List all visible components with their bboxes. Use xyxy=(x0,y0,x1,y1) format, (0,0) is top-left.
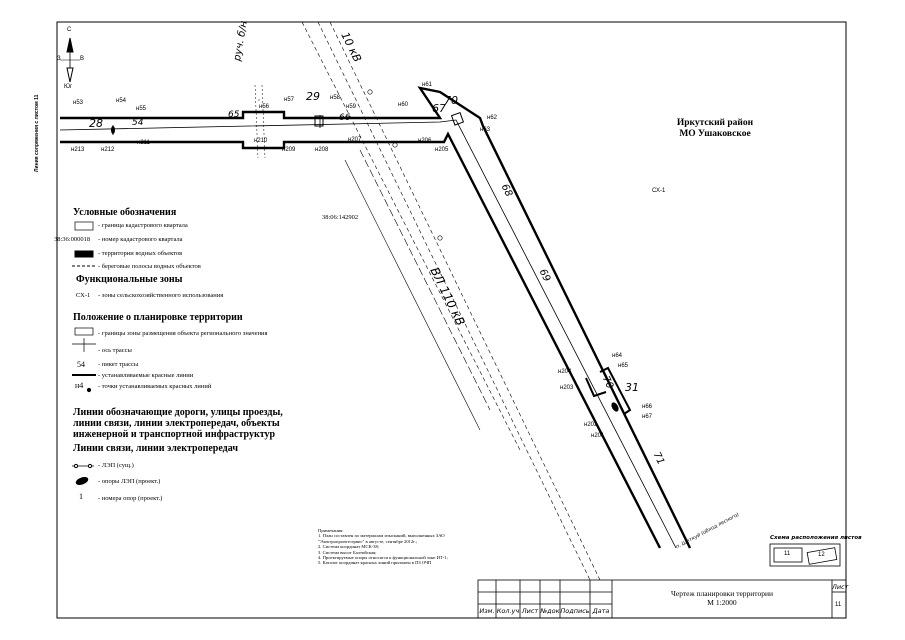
point-label: н202 xyxy=(584,422,598,428)
legend-item: - опоры ЛЭП (проект.) xyxy=(98,478,161,485)
compass-south-label: Юг xyxy=(64,84,73,90)
tb-sheet-number: 11 xyxy=(835,602,842,608)
legend-item: - ось трассы xyxy=(98,347,132,354)
planning-title: Положение о планировке территории xyxy=(73,312,243,323)
point-label: н53 xyxy=(73,100,83,106)
picket-label: 66 xyxy=(339,113,351,123)
point-label: н65 xyxy=(618,363,628,369)
title-block-grid xyxy=(477,579,847,619)
point-label: н58 xyxy=(330,95,340,101)
route-axis xyxy=(59,119,677,549)
picket-label: 67 xyxy=(432,102,446,115)
point-label: н62 xyxy=(487,115,497,121)
notes-block: Примечания: 1. План составлен по материа… xyxy=(318,528,468,566)
picket-label: 54 xyxy=(132,118,144,128)
point-label: н59 xyxy=(346,104,356,110)
point-label: н63 xyxy=(480,127,490,133)
point-label: н208 xyxy=(315,147,329,153)
picket-label: 31 xyxy=(625,381,639,394)
point-label: н66 xyxy=(642,404,652,410)
point-label: н212 xyxy=(101,147,115,153)
tb-header-kol: Кол.уч xyxy=(496,607,520,615)
tb-header-doc: №док xyxy=(540,607,560,615)
edge-joint-label: Линия сопряжения с листом 11 xyxy=(34,94,40,172)
legend-code: 38:36:000018 xyxy=(54,236,91,243)
sheet-scheme-cell: 11 xyxy=(784,551,791,557)
point-label: н67 xyxy=(642,414,652,420)
comms-title: Линии связи, линии электропередач xyxy=(73,443,238,454)
point-label: н213 xyxy=(71,147,85,153)
point-label: н211 xyxy=(137,140,150,146)
legend-title: Условные обозначения xyxy=(73,207,177,218)
tb-header-sign: Подпись xyxy=(560,607,590,615)
point-label: н56 xyxy=(259,104,269,110)
legend-item: - устанавливаемые красные линии xyxy=(98,372,194,379)
point-label: н64 xyxy=(612,353,622,359)
legend-item: - номера опор (проект.) xyxy=(98,495,163,502)
drawing-title: Чертеж планировки территории xyxy=(670,589,774,598)
note-line: 4. Проектируемые опоры относятся к функц… xyxy=(318,555,448,561)
picket-label: 70 xyxy=(444,94,458,107)
route-corridor xyxy=(60,86,692,549)
point-label: н206 xyxy=(418,138,432,144)
drawing-scale: М 1:2000 xyxy=(707,598,737,607)
sheet-scheme xyxy=(769,543,841,567)
point-label: н210 xyxy=(254,138,268,144)
point-label: н204 xyxy=(558,369,572,375)
point-label: н205 xyxy=(435,147,449,153)
tb-sheet-label: Лист xyxy=(832,583,849,591)
sheet-scheme-label: Схема расположения листов xyxy=(770,535,862,541)
zone-code: СХ-1 xyxy=(652,188,666,194)
point-label: н209 xyxy=(282,147,296,153)
cadastral-code: 38:06:142902 xyxy=(322,214,359,221)
point-label: н57 xyxy=(284,97,294,103)
power-line-110kv xyxy=(301,21,521,451)
legend-item: - ЛЭП (сущ.) xyxy=(98,462,134,469)
legend-item: - береговые полосы водных объектов xyxy=(98,263,201,270)
legend-code: 54 xyxy=(77,360,85,369)
legend-item: - границы зоны размещения объекта регион… xyxy=(98,330,268,337)
notes-title: Примечания: xyxy=(318,528,344,533)
legend-symbols xyxy=(72,221,96,485)
sheet-frame xyxy=(56,21,847,619)
note-line: 3. Система высот Балтийская; xyxy=(318,549,377,555)
pole-symbols xyxy=(111,111,619,412)
tb-header-date: Дата xyxy=(592,607,610,615)
legend-code: СХ-1 xyxy=(76,292,91,299)
note-line: 2. Система координат МСК-38; xyxy=(318,544,380,550)
point-label: н207 xyxy=(348,137,362,143)
compass-west-label: З xyxy=(57,56,61,62)
note-line: 5. Каталог координат красных линий прило… xyxy=(318,560,432,566)
compass-north-label: С xyxy=(67,27,72,33)
legend-item: - территории водных объектов xyxy=(98,250,183,257)
point-label: н203 xyxy=(560,385,574,391)
tb-header-list: Лист xyxy=(521,607,539,615)
compass-east-label: В xyxy=(80,56,85,62)
functional-zones-title: Функциональные зоны xyxy=(76,274,183,285)
note-line: 1. План составлен по материалам изыскани… xyxy=(318,533,445,544)
legend-item: - точки устанавливаемых красных линий xyxy=(98,383,212,390)
legend-item: - номер кадастрового квартала xyxy=(98,236,183,243)
picket-label: 29 xyxy=(306,90,320,103)
legend-item: - пикет трассы xyxy=(98,361,139,368)
point-label: н54 xyxy=(116,98,126,104)
legend-item: - граница кадастрового квартала xyxy=(98,222,188,229)
point-label: н61 xyxy=(422,82,432,88)
legend-item: - зоны сельскохозяйственного использован… xyxy=(98,292,224,299)
roads-title: Линии обозначающие дороги, улицы проезды… xyxy=(73,407,283,440)
point-label: н60 xyxy=(398,102,408,108)
tb-header-izm: Изм. xyxy=(479,607,495,615)
point-label: н201 xyxy=(591,433,605,439)
watercourse xyxy=(254,84,266,159)
legend-code: н4 xyxy=(75,381,84,390)
sheet-scheme-cell: 12 xyxy=(818,552,825,558)
legend-code: 1 xyxy=(79,492,83,501)
picket-label: 65 xyxy=(228,110,240,120)
point-label: н55 xyxy=(136,106,146,112)
corridor-widening xyxy=(585,366,632,415)
compass-icon xyxy=(60,37,80,83)
picket-label: 28 xyxy=(89,117,103,130)
